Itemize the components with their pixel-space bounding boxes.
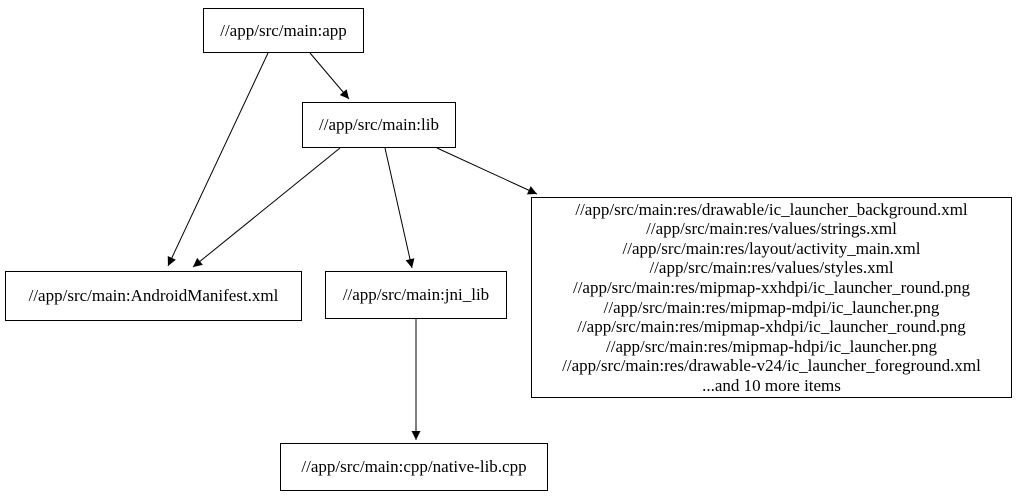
edge-lib-to-res-group-arrow	[436, 147, 538, 195]
res-file-line: //app/src/main:res/values/strings.xml	[646, 219, 897, 239]
edge-lib-to-manifest-arrow	[192, 147, 341, 268]
res-file-line: //app/src/main:res/mipmap-xxhdpi/ic_laun…	[572, 277, 971, 297]
node-native-lib-cpp-label: //app/src/main:cpp/native-lib.cpp	[301, 457, 527, 477]
res-file-line: //app/src/main:res/mipmap-mdpi/ic_launch…	[603, 297, 940, 317]
node-native-lib-cpp: //app/src/main:cpp/native-lib.cpp	[280, 443, 548, 491]
edge-lib-to-jni-lib-arrow	[384, 147, 415, 269]
res-file-line: //app/src/main:res/layout/activity_main.…	[622, 238, 921, 258]
res-file-line: //app/src/main:res/drawable-v24/ic_launc…	[562, 356, 981, 376]
node-jni-lib: //app/src/main:jni_lib	[325, 271, 507, 319]
res-file-line: //app/src/main:res/drawable/ic_launcher_…	[575, 199, 968, 219]
res-file-line: //app/src/main:res/mipmap-hdpi/ic_launch…	[606, 336, 937, 356]
edge-app-to-lib-arrow	[309, 52, 350, 100]
node-jni-lib-label: //app/src/main:jni_lib	[342, 285, 490, 305]
node-res-filegroup: //app/src/main:res/drawable/ic_launcher_…	[531, 197, 1012, 398]
node-android-manifest: //app/src/main:AndroidManifest.xml	[5, 271, 302, 321]
res-more-items-line: ...and 10 more items	[702, 375, 841, 395]
node-lib: //app/src/main:lib	[302, 102, 456, 148]
res-file-line: //app/src/main:res/mipmap-xhdpi/ic_launc…	[577, 317, 966, 337]
res-file-line: //app/src/main:res/values/styles.xml	[649, 258, 894, 278]
node-android-manifest-label: //app/src/main:AndroidManifest.xml	[28, 286, 279, 306]
node-app: //app/src/main:app	[203, 8, 364, 53]
node-lib-label: //app/src/main:lib	[319, 115, 439, 135]
edge-app-to-manifest-arrow	[167, 52, 269, 267]
node-app-label: //app/src/main:app	[220, 20, 347, 40]
